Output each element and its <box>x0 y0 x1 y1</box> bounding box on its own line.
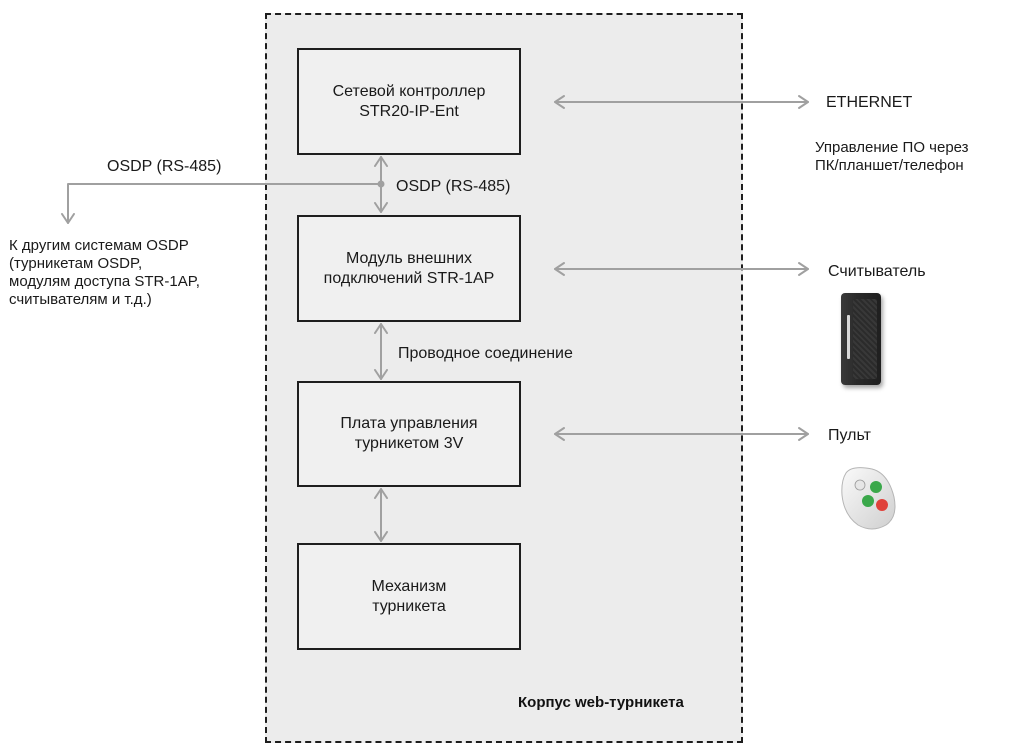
osdp-left-label: OSDP (RS-485) <box>107 158 222 175</box>
remote-control-icon <box>841 467 896 530</box>
ethernet-arrowhead-right <box>798 95 809 109</box>
housing-label: Корпус web-турникета <box>518 694 684 711</box>
control-board-block: Плата управления турникетом 3V <box>297 381 521 487</box>
reader-texture <box>853 299 877 379</box>
external-module-line1: Модуль внешних <box>346 249 472 267</box>
software-label-line1: Управление ПО через <box>815 139 969 156</box>
mechanism-block: Механизм турникета <box>297 543 521 650</box>
external-module-block: Модуль внешних подключений STR-1AP <box>297 215 521 322</box>
software-label-line2: ПК/планшет/телефон <box>815 157 964 174</box>
other-systems-line4: считывателям и т.д.) <box>9 291 152 308</box>
mechanism-arrowhead-down <box>374 531 388 542</box>
network-controller-line2: STR20-IP-Ent <box>359 102 459 120</box>
remote-arrowhead-left <box>554 427 565 441</box>
control-board-line2: турникетом 3V <box>354 435 464 452</box>
remote-label: Пульт <box>828 427 871 444</box>
reader-label: Считыватель <box>828 263 926 280</box>
other-systems-line2: (турникетам OSDP, <box>9 255 143 272</box>
mechanism-line2: турникета <box>372 597 446 615</box>
network-controller-block: Сетевой контроллер STR20-IP-Ent <box>297 48 521 155</box>
osdp-branch-arrowhead <box>61 213 75 224</box>
osdp-arrowhead-up <box>374 156 388 167</box>
reader-arrowhead-left <box>554 262 565 276</box>
control-board-line1: Плата управления <box>340 415 478 432</box>
remote-arrowhead-right <box>798 427 809 441</box>
reader-arrowhead-right <box>798 262 809 276</box>
ethernet-arrowhead-left <box>554 95 565 109</box>
network-controller-line1: Сетевой контроллер <box>332 82 486 100</box>
other-systems-line3: модулям доступа STR-1AP, <box>9 273 200 290</box>
connectors-layer <box>61 95 809 542</box>
osdp-branch-connector <box>67 183 382 224</box>
osdp-junction-dot <box>377 180 385 188</box>
osdp-arrowhead-down <box>374 202 388 213</box>
mechanism-line1: Механизм <box>371 577 447 595</box>
external-module-line2: подключений STR-1AP <box>323 269 495 287</box>
ethernet-label: ETHERNET <box>826 94 913 111</box>
osdp-inner-label: OSDP (RS-485) <box>396 178 511 195</box>
other-systems-line1: К другим системам OSDP <box>9 237 189 254</box>
wired-arrowhead-up <box>374 323 388 334</box>
wired-arrowhead-down <box>374 369 388 380</box>
mechanism-arrowhead-up <box>374 488 388 499</box>
wired-connection-label: Проводное соединение <box>398 345 573 362</box>
card-reader-icon <box>841 293 881 385</box>
reader-light-strip <box>847 315 850 359</box>
